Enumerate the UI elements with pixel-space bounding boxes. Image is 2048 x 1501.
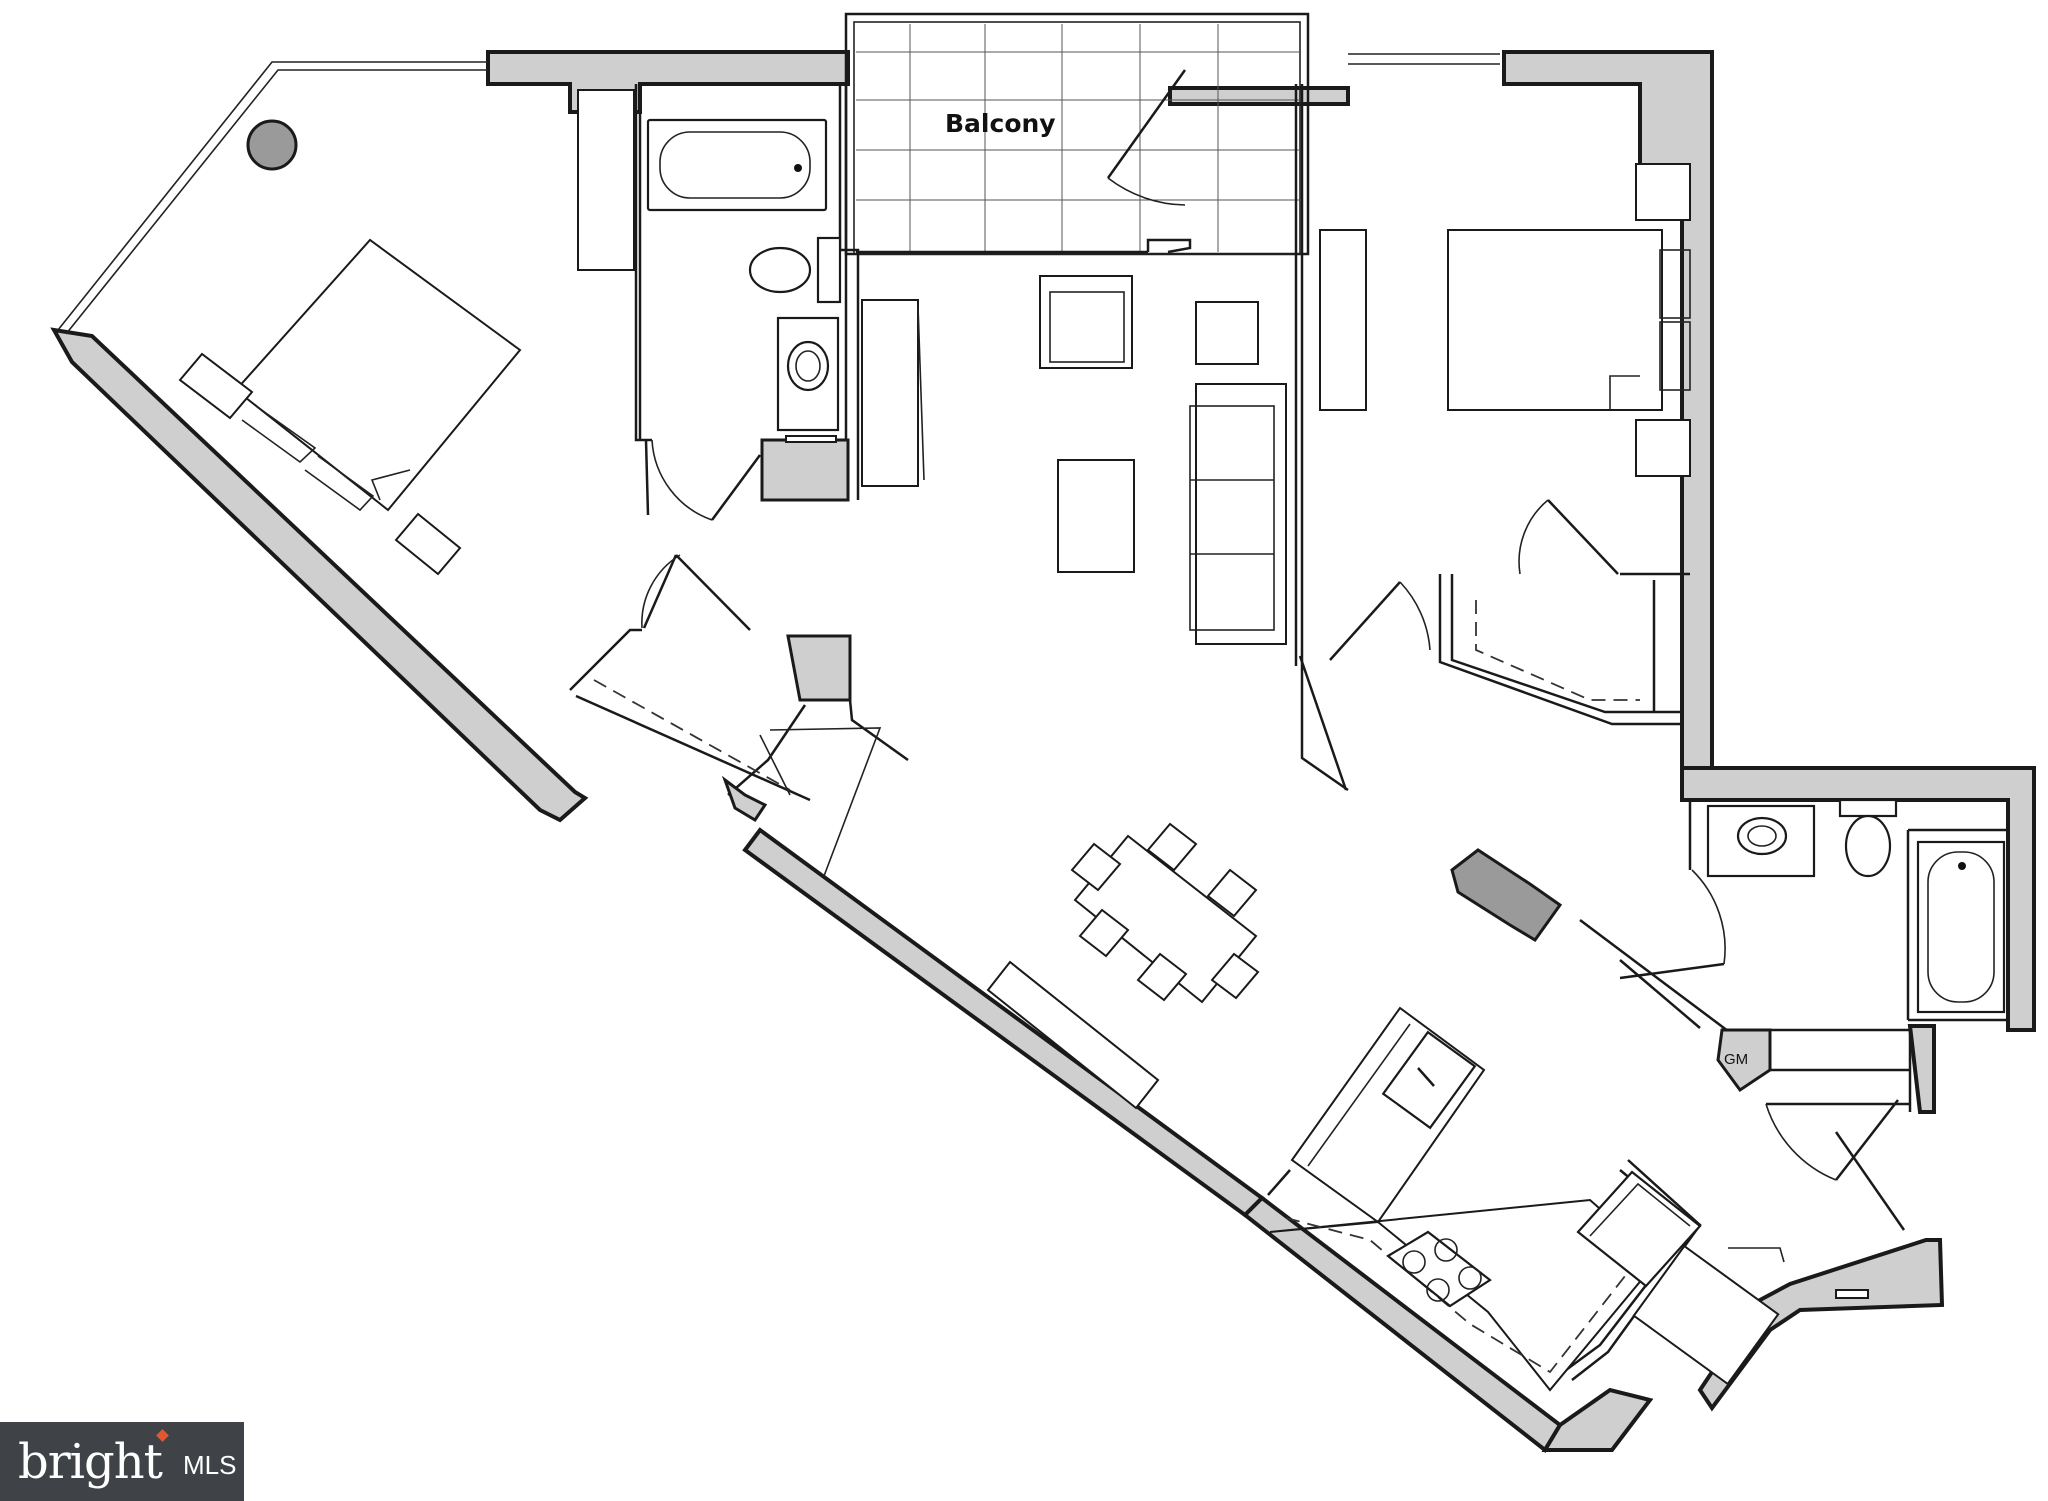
logo-suffix: MLS [182, 1450, 237, 1480]
east-lower-wall [1907, 1024, 1936, 1114]
dining-chair [1136, 952, 1188, 1002]
balcony-outline [844, 12, 1310, 256]
refrigerator [1576, 1170, 1702, 1288]
column [246, 119, 298, 171]
cooktop [1386, 1230, 1492, 1308]
closet1-wall [569, 628, 642, 691]
east-bathroom-wall [1680, 766, 2036, 1032]
balcony-tile-grid [856, 24, 1300, 252]
south-tip-wall [1541, 1387, 1654, 1452]
exterior-walls [50, 50, 2036, 1453]
toilet-2 [1844, 814, 1892, 878]
balcony: Balcony [844, 12, 1310, 256]
entry [1632, 1099, 1906, 1386]
coffee-table [1057, 459, 1135, 573]
side-table [1195, 301, 1259, 365]
dining-area [769, 727, 1260, 1110]
nightstand-top [1635, 163, 1691, 221]
nightstand-right [394, 512, 462, 576]
armchair [1039, 275, 1133, 369]
dining-chair [1146, 822, 1198, 872]
bed [234, 238, 522, 512]
utility-column [1450, 848, 1563, 942]
nightstand-bottom [1635, 419, 1691, 477]
bedroom2-closet-wall [1438, 574, 1682, 726]
bed-2 [1447, 229, 1663, 411]
sofa [1195, 383, 1287, 645]
bathtub-1 [646, 118, 828, 212]
kitchen-counter-north [1290, 1006, 1486, 1224]
bathtub-2 [1916, 840, 2006, 1014]
sink-2 [1736, 816, 1788, 856]
entry-door [1834, 1131, 1906, 1231]
nightstand-left [178, 352, 254, 420]
balcony-label: Balcony [945, 109, 1056, 138]
bathroom-1 [646, 118, 842, 443]
interior-walls: GM [569, 84, 2008, 1381]
dining-chair [1078, 908, 1130, 958]
dresser [1319, 229, 1367, 411]
bath1-east-wall [838, 84, 860, 500]
dining-chair [1070, 842, 1122, 892]
media-cabinet [861, 299, 919, 487]
north-wall-right [1168, 86, 1350, 106]
toilet-1 [748, 246, 812, 294]
wardrobe [577, 89, 635, 271]
bedroom-1 [57, 61, 791, 796]
washer-dryer [1632, 1244, 1780, 1386]
gm-closet [1716, 1028, 1772, 1093]
kitchen [1269, 1006, 1702, 1392]
living-room [861, 275, 1348, 791]
southwest-diagonal-wall [50, 327, 589, 823]
sideboard [986, 960, 1160, 1110]
dining-chair [1206, 868, 1258, 918]
bathroom-2 [1619, 798, 2006, 1014]
kitchen-counter-south [1269, 1198, 1660, 1392]
sink-1 [786, 340, 830, 392]
closet-chase [786, 634, 852, 702]
balcony-door-leaf [1106, 69, 1187, 179]
bright-mls-logo: bright MLS [0, 1422, 244, 1501]
gm-label: GM [1724, 1051, 1748, 1068]
bath1-chase [760, 438, 850, 502]
north-wall-left [486, 50, 850, 114]
bedroom-2 [1319, 53, 1691, 661]
logo-wordmark: bright [18, 1433, 163, 1490]
southeast-wall [1697, 1238, 1945, 1412]
dining-chair [1210, 952, 1260, 1000]
